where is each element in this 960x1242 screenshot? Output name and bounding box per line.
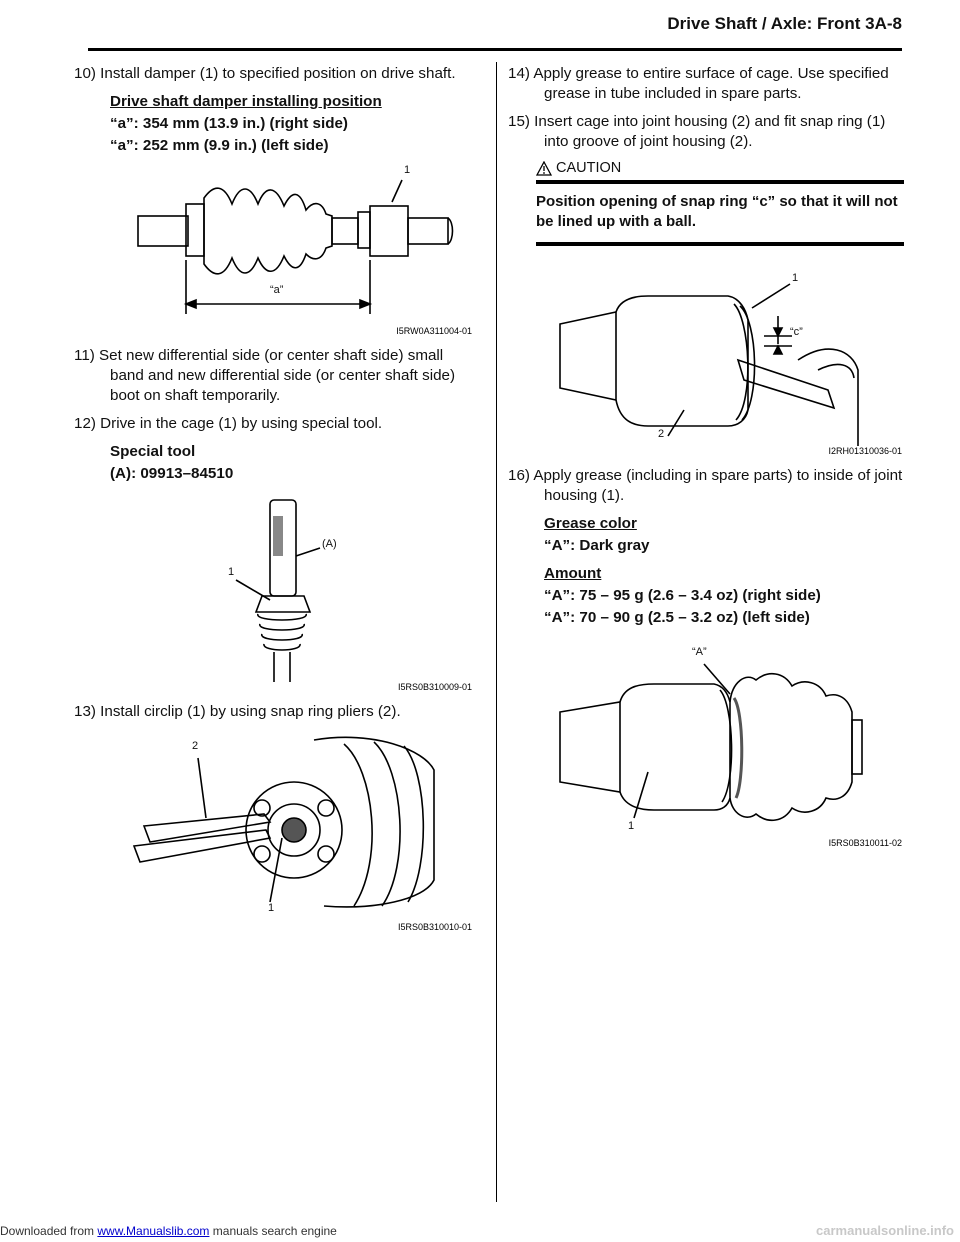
column-divider <box>496 62 497 1202</box>
spec-10-heading: Drive shaft damper installing position <box>110 93 382 110</box>
snap-ring-illustration <box>559 283 859 446</box>
right-column: 14) Apply grease to entire surface of ca… <box>508 64 904 858</box>
caution-text: Position opening of snap ring “c” so tha… <box>536 184 904 246</box>
figure-grease-fill: “A” 1 I5RS0B310011-02 <box>508 642 904 848</box>
caution-heading: CAUTION <box>536 160 904 184</box>
fig5-callout-A: “A” <box>692 646 707 658</box>
spec-10-line-2: “a”: 252 mm (9.9 in.) (left side) <box>110 137 329 154</box>
spec-16a-line-1: “A”: Dark gray <box>544 537 650 554</box>
spec-16b-line-2: “A”: 70 – 90 g (2.5 – 3.2 oz) (left side… <box>544 609 810 626</box>
page-header-title: Drive Shaft / Axle: Front 3A-8 <box>667 14 902 33</box>
spec-12-line-1: (A): 09913–84510 <box>110 465 234 482</box>
figure-snap-ring: 1 “c” 2 I2RH01310036-01 <box>508 260 904 456</box>
fig1-callout-1: 1 <box>404 164 411 176</box>
fig5-code: I5RS0B310011-02 <box>828 838 902 848</box>
manualslib-link[interactable]: www.Manualslib.com <box>97 1224 210 1238</box>
fig5-callout-1: 1 <box>628 820 635 832</box>
step-13: 13) Install circlip (1) by using snap ri… <box>74 703 401 720</box>
damper-illustration <box>137 179 454 314</box>
watermark: carmanualsonline.info <box>816 1223 954 1238</box>
spec-16b-line-1: “A”: 75 – 95 g (2.6 – 3.4 oz) (right sid… <box>544 587 821 604</box>
footer-download-note: Downloaded from www.Manualslib.com manua… <box>0 1224 337 1238</box>
caution-box: CAUTION Position opening of snap ring “c… <box>536 160 904 246</box>
footer-suffix: manuals search engine <box>209 1224 337 1238</box>
step-10: 10) Install damper (1) to specified posi… <box>74 65 456 82</box>
header-rule <box>88 48 902 51</box>
fig3-code: I5RS0B310010-01 <box>397 922 472 932</box>
fig1-code: I5RW0A311004-01 <box>396 326 472 336</box>
grease-fill-illustration <box>559 663 863 821</box>
fig1-callout-a: “a” <box>270 284 284 296</box>
special-tool-illustration <box>235 499 321 682</box>
step-12: 12) Drive in the cage (1) by using speci… <box>74 415 383 432</box>
step-16: 16) Apply grease (including in spare par… <box>508 467 903 504</box>
spec-16a-heading: Grease color <box>544 515 637 532</box>
figure-damper-position: 1 “a” I5RW0A311004-01 <box>74 164 474 336</box>
fig2-callout-A: (A) <box>322 538 337 550</box>
footer-prefix: Downloaded from <box>0 1224 98 1238</box>
fig4-callout-2: 2 <box>658 428 665 440</box>
spec-16b-heading: Amount <box>544 565 602 582</box>
spec-12-heading: Special tool <box>110 443 196 460</box>
step-11: 11) Set new differential side (or center… <box>74 347 456 404</box>
fig2-code: I5RS0B310009-01 <box>397 682 472 692</box>
fig4-callout-c: “c” <box>790 326 803 338</box>
figure-special-tool: 1 (A) I5RS0B310009-01 <box>74 492 474 692</box>
caution-title: CAUTION <box>556 160 622 176</box>
step-15: 15) Insert cage into joint housing (2) a… <box>508 113 886 150</box>
warning-triangle-icon <box>536 160 552 176</box>
fig2-callout-1: 1 <box>228 566 235 578</box>
step-14: 14) Apply grease to entire surface of ca… <box>508 65 889 102</box>
fig4-callout-1: 1 <box>792 272 799 284</box>
left-column: 10) Install damper (1) to specified posi… <box>74 64 474 942</box>
circlip-illustration <box>132 736 435 908</box>
figure-circlip-install: 2 1 I5RS0B310010-01 <box>74 730 474 932</box>
fig4-code: I2RH01310036-01 <box>828 446 902 456</box>
fig3-callout-1: 1 <box>268 902 275 914</box>
fig3-callout-2: 2 <box>192 740 199 752</box>
spec-10-line-1: “a”: 354 mm (13.9 in.) (right side) <box>110 115 348 132</box>
